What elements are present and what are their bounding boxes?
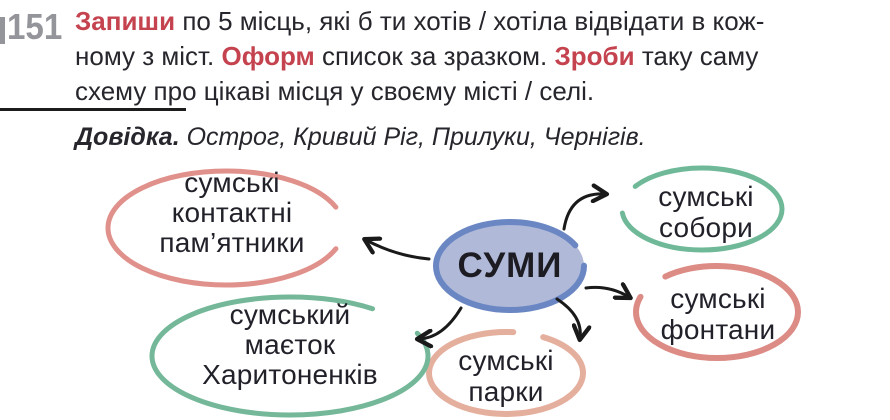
bubble-label-parks: сумські парки [458, 345, 554, 407]
task-number: 151 [7, 6, 63, 47]
text-segment: таку саму [634, 41, 759, 71]
instruction-line-3: схему про цікаві місця у своєму місті / … [75, 74, 880, 109]
arrow-to-fountains [584, 287, 629, 297]
bubble-label-cathedrals: сумські собори [658, 181, 754, 243]
bubble-label-estate: сумський маєток Харитоненків [202, 299, 378, 390]
text-segment: список за зразком. [314, 41, 555, 71]
instruction-paragraph: Запиши по 5 місць, які б ти хотів / хоті… [75, 4, 880, 109]
center-node-ellipse [433, 219, 587, 313]
section-divider-line [0, 108, 186, 111]
text-segment: Запиши [75, 6, 176, 36]
arrow-to-cathedrals [562, 194, 605, 231]
bubble-estate-outline [149, 294, 431, 418]
arrow-to-parks [555, 297, 580, 338]
bubble-parks-outline [426, 329, 586, 417]
text-segment: Оформ [221, 41, 315, 71]
bubble-label-contact-monuments: сумські контактні пам’ятники [159, 167, 305, 258]
center-node-label: СУМИ [457, 246, 563, 285]
text-segment: Зроби [554, 41, 635, 71]
page-edge-number-fragment [0, 17, 5, 44]
text-segment: ному з міст. [75, 41, 222, 71]
text-segment: схему про цікаві місця у своєму місті / … [75, 76, 595, 106]
bubble-contact-monuments-outline [105, 168, 347, 288]
bubble-fountains-outline [633, 263, 801, 361]
text-segment: Довідка. [75, 123, 180, 151]
reference-line: Довідка. Острог, Кривий Ріг, Прилуки, Че… [75, 121, 880, 153]
instruction-line-2: ному з міст. Оформ список за зразком. Зр… [75, 39, 880, 74]
text-segment: Острог, Кривий Ріг, Прилуки, Чернігів. [179, 123, 646, 151]
arrow-to-contact-monuments [366, 240, 431, 261]
bubble-cathedrals-outline [619, 165, 785, 253]
text-segment: по 5 місць, які б ти хотів / хотіла відв… [175, 6, 765, 36]
bubble-label-fountains: сумські фонтани [660, 283, 776, 345]
arrow-to-estate [419, 306, 463, 339]
instruction-line-1: Запиши по 5 місць, які б ти хотів / хоті… [75, 4, 880, 39]
